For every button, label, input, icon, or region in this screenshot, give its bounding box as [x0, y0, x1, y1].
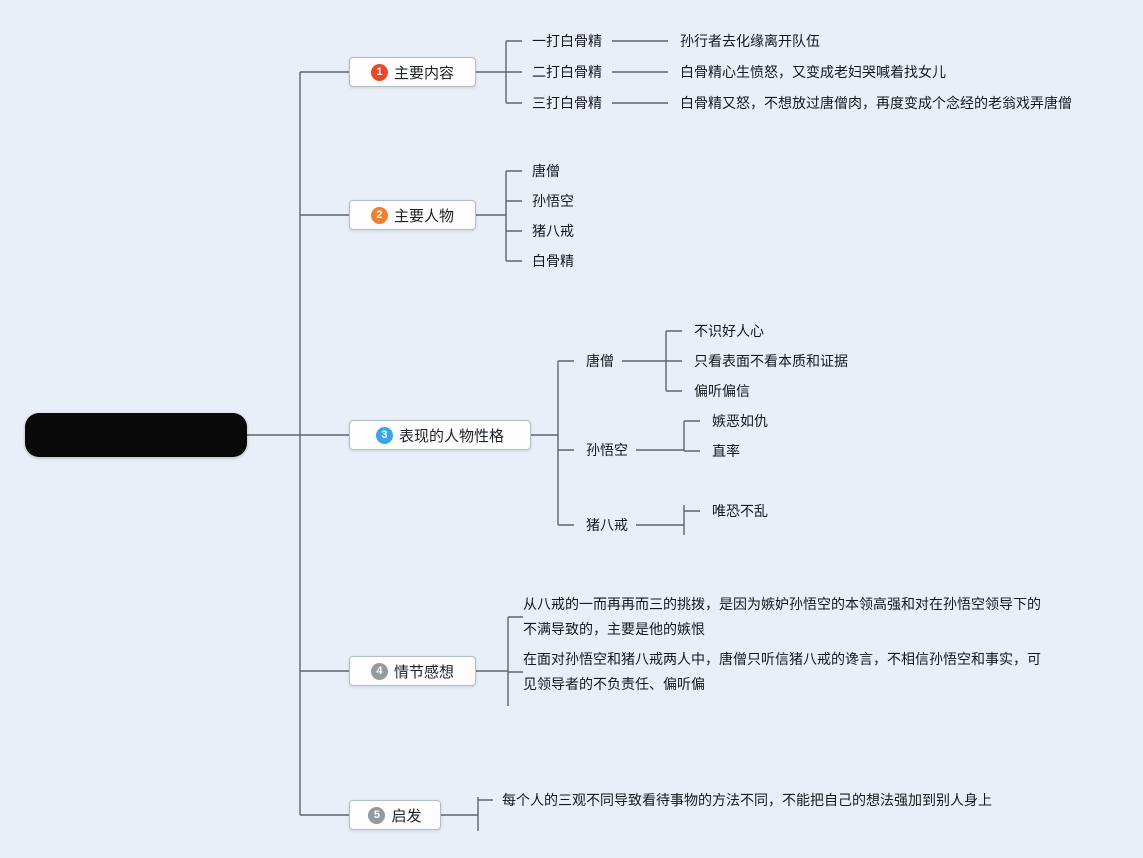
- trait-sunwukong-2[interactable]: 直率: [712, 443, 740, 459]
- node-main-characters[interactable]: 2 主要人物: [349, 200, 476, 230]
- root-node[interactable]: [25, 413, 247, 457]
- trait-tangseng-1[interactable]: 不识好人心: [694, 323, 764, 339]
- branch2-connectors: [476, 170, 522, 262]
- node-inspiration[interactable]: 5 启发: [349, 800, 441, 830]
- node-traits-zhubajie[interactable]: 猪八戒: [586, 517, 628, 533]
- trait-tangseng-2[interactable]: 只看表面不看本质和证据: [694, 353, 848, 369]
- node-character-baigujing[interactable]: 白骨精: [532, 253, 574, 269]
- trunk-connector: [247, 71, 349, 816]
- branch2-label: 主要人物: [393, 207, 454, 225]
- branch5-number-badge: 5: [368, 806, 386, 824]
- branch1-number-badge: 1: [370, 63, 388, 81]
- branch5-connectors: [441, 797, 493, 831]
- reflection-paragraph-1[interactable]: 从八戒的一而再再而三的挑拨，是因为嫉妒孙悟空的本领高强和对在孙悟空领导下的不满导…: [523, 596, 1041, 637]
- node-character-tangseng[interactable]: 唐僧: [532, 163, 560, 179]
- node-first-fight[interactable]: 一打白骨精: [532, 33, 602, 49]
- reflection-paragraph-2[interactable]: 在面对孙悟空和猪八戒两人中，唐僧只听信猪八戒的谗言，不相信孙悟空和事实，可见领导…: [523, 651, 1041, 692]
- node-second-fight[interactable]: 二打白骨精: [532, 64, 602, 80]
- branch5-label: 启发: [391, 807, 422, 825]
- branch1-label: 主要内容: [393, 64, 454, 82]
- node-traits-sunwukong[interactable]: 孙悟空: [586, 442, 628, 458]
- branch4-number-badge: 4: [370, 662, 388, 680]
- trait-sunwukong-1[interactable]: 嫉恶如仇: [712, 413, 768, 429]
- branch3-connectors: [531, 330, 700, 535]
- branch4-label: 情节感想: [393, 663, 454, 681]
- node-character-sunwukong[interactable]: 孙悟空: [532, 193, 574, 209]
- node-traits-tangseng[interactable]: 唐僧: [586, 353, 614, 369]
- detail-second-fight[interactable]: 白骨精心生愤怒，又变成老妇哭喊着找女儿: [680, 64, 946, 80]
- trait-tangseng-3[interactable]: 偏听偏信: [694, 383, 750, 399]
- branch3-number-badge: 3: [375, 426, 393, 444]
- node-third-fight[interactable]: 三打白骨精: [532, 95, 602, 111]
- trait-zhubajie-1[interactable]: 唯恐不乱: [712, 503, 768, 519]
- inspiration-text[interactable]: 每个人的三观不同导致看待事物的方法不同，不能把自己的想法强加到别人身上: [502, 792, 992, 808]
- branch2-number-badge: 2: [370, 206, 388, 224]
- detail-third-fight[interactable]: 白骨精又怒，不想放过唐僧肉，再度变成个念经的老翁戏弄唐僧: [680, 95, 1072, 111]
- node-character-traits[interactable]: 3 表现的人物性格: [349, 420, 531, 450]
- branch3-label: 表现的人物性格: [398, 427, 504, 445]
- branch4-connectors: [476, 616, 523, 706]
- node-character-zhubajie[interactable]: 猪八戒: [532, 223, 574, 239]
- node-plot-reflection[interactable]: 4 情节感想: [349, 656, 476, 686]
- node-main-content[interactable]: 1 主要内容: [349, 57, 476, 87]
- detail-first-fight[interactable]: 孙行者去化缘离开队伍: [680, 33, 820, 49]
